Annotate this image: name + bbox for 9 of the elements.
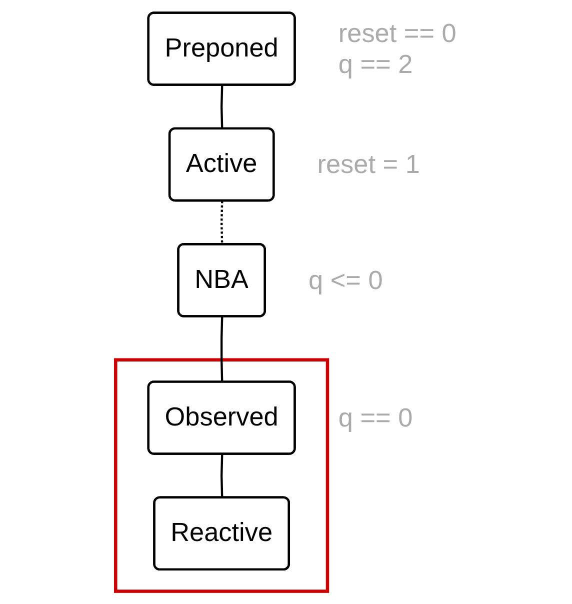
condition-text: reset = 1 — [317, 149, 420, 180]
condition-text: reset == 0 q == 2 — [338, 18, 456, 79]
condition-text: q <= 0 — [308, 264, 383, 295]
connector — [220, 454, 224, 498]
connector — [220, 201, 224, 245]
condition-text: q == 0 — [338, 402, 413, 432]
connector — [220, 85, 224, 130]
cluster — [114, 358, 330, 593]
connector — [220, 316, 224, 382]
